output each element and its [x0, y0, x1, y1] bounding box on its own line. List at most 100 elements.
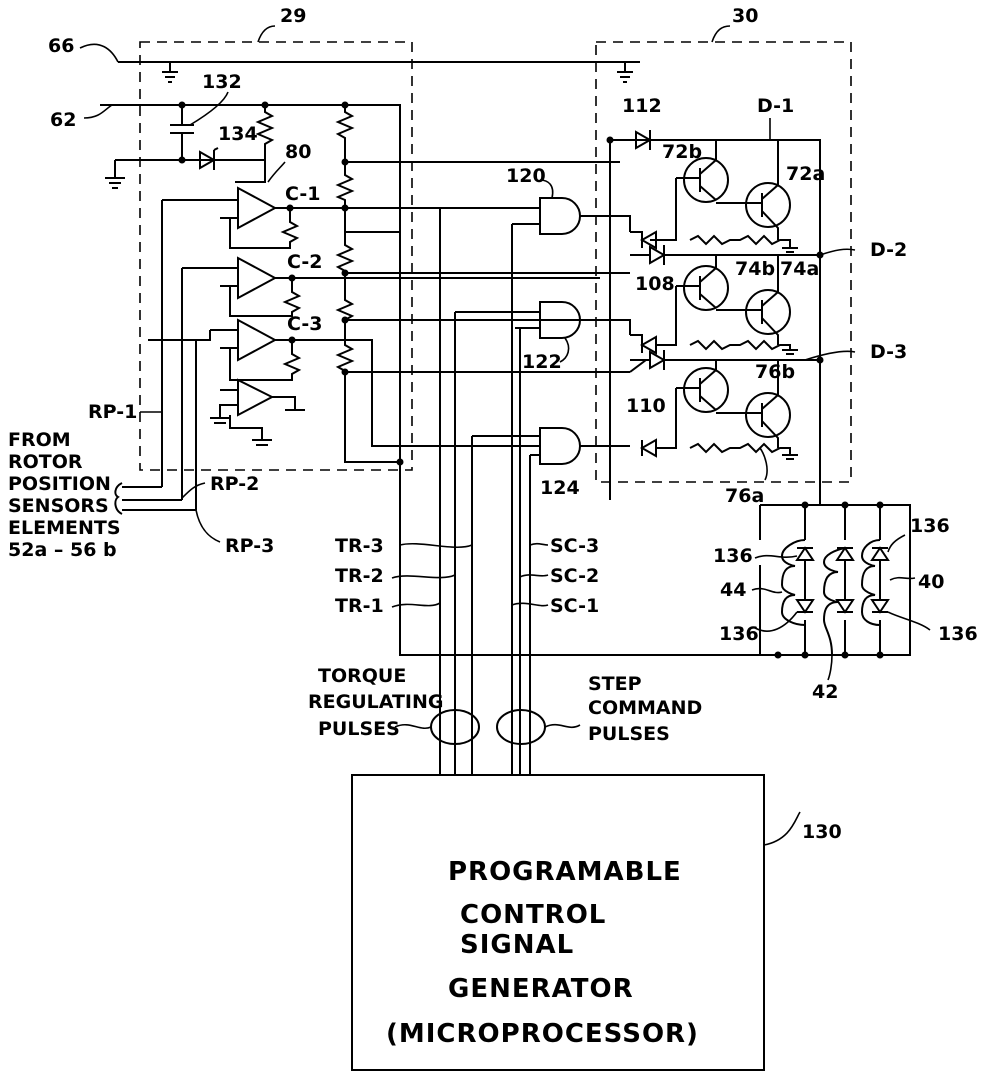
line-66-leader [79, 43, 119, 63]
ground-symbol [162, 62, 633, 83]
d136-leaders [754, 534, 931, 632]
sc2-label: SC-2 [550, 565, 599, 587]
d3-label: D-3 [870, 341, 907, 363]
gate-120-input-diode [630, 230, 676, 250]
diode-112 [635, 130, 653, 150]
comp-80-leader [267, 161, 286, 183]
line-62-label: 62 [50, 109, 76, 131]
t76a-label: 76a [725, 485, 764, 507]
t74b-label: 74b [735, 258, 775, 280]
block-30-label: 30 [732, 5, 758, 27]
rp1-label: RP-1 [88, 401, 137, 423]
and-gate-124 [472, 427, 630, 465]
coil-44-leader [751, 587, 783, 594]
svg-text:PROGRAMABLE: PROGRAMABLE [448, 857, 682, 887]
rp-lines [148, 199, 220, 510]
diodes-136 [795, 546, 890, 614]
svg-text:SIGNAL: SIGNAL [460, 930, 574, 960]
tr3-leader [399, 542, 473, 549]
d136-label-a: 136 [713, 545, 753, 567]
diode-110-label: 110 [626, 395, 666, 417]
coil-40 [860, 539, 881, 626]
torque-leader [394, 723, 432, 729]
svg-text:GENERATOR: GENERATOR [448, 974, 634, 1004]
sc1-leader [511, 602, 549, 607]
sc1-label: SC-1 [550, 595, 599, 617]
coil-44 [780, 539, 806, 626]
block-29-leader [257, 25, 276, 43]
diode-108 [630, 245, 820, 265]
line-62-leader [83, 104, 113, 119]
sc2-leader [519, 574, 549, 578]
tr1-label: TR-1 [335, 595, 384, 617]
svg-text:STEP: STEP [588, 673, 642, 695]
gate-122-leader [559, 337, 570, 363]
tr2-label: TR-2 [335, 565, 384, 587]
svg-text:CONTROL: CONTROL [460, 900, 606, 930]
generator-text: PROGRAMABLE CONTROL SIGNAL GENERATOR (MI… [386, 857, 699, 1049]
supply-line-62 [100, 104, 401, 462]
svg-text:(MICROPROCESSOR): (MICROPROCESSOR) [386, 1019, 699, 1049]
d3-leader [804, 350, 856, 361]
zener-134-label: 134 [218, 123, 258, 145]
t76b-label: 76b [755, 361, 795, 383]
d136-label-d: 136 [938, 623, 978, 645]
sc3-leader [529, 542, 549, 546]
zener-134 [199, 147, 219, 170]
divider-resistor-chain [335, 105, 400, 463]
block-29-label: 29 [280, 5, 306, 27]
d136-label-c: 136 [910, 515, 950, 537]
d136-label-b: 136 [719, 623, 759, 645]
c1-label: C-1 [285, 183, 321, 205]
torque-text: TORQUE REGULATING PULSES [308, 665, 444, 740]
coil-network [399, 462, 911, 656]
comparator-spare [210, 378, 305, 446]
d2-label: D-2 [870, 239, 907, 261]
svg-text:REGULATING: REGULATING [308, 691, 444, 713]
svg-text:ELEMENTS: ELEMENTS [8, 517, 121, 539]
svg-text:ROTOR: ROTOR [8, 451, 83, 473]
t76a-leader [759, 447, 768, 481]
rp3-label: RP-3 [225, 535, 274, 557]
step-leader [544, 723, 581, 729]
c2-label: C-2 [287, 251, 323, 273]
rp3-leader [195, 509, 221, 543]
generator-ref: 130 [802, 821, 842, 843]
control-signal-generator [351, 774, 765, 1071]
coil-44-label: 44 [720, 579, 746, 601]
t72b-label: 72b [662, 141, 702, 163]
junction-dots [178, 101, 884, 659]
svg-text:POSITION: POSITION [8, 473, 111, 495]
tr2-leader [391, 574, 456, 579]
tr3-label: TR-3 [335, 535, 384, 557]
zener-134-ground [105, 160, 125, 189]
gate-124-label: 124 [540, 477, 580, 499]
diode-110 [629, 350, 820, 373]
bus-lines [439, 208, 531, 775]
coil-40-leader [889, 576, 916, 581]
t72a-label: 72a [786, 163, 825, 185]
generator-leader [763, 811, 801, 846]
svg-text:TORQUE: TORQUE [318, 665, 406, 687]
step-text: STEP COMMAND PULSES [588, 673, 702, 745]
svg-text:SENSORS: SENSORS [8, 495, 109, 517]
rp2-label: RP-2 [210, 473, 259, 495]
comparator-c2 [182, 256, 340, 317]
capacitor-132 [170, 105, 194, 160]
svg-text:COMMAND: COMMAND [588, 697, 702, 719]
coil-42-label: 42 [812, 681, 838, 703]
cap-132-leader [189, 91, 229, 126]
block-30-boundary [595, 41, 852, 483]
t74a-label: 74a [780, 258, 819, 280]
cap-132-label: 132 [202, 71, 242, 93]
svg-text:52a – 56 b: 52a – 56 b [8, 539, 117, 561]
and-gate-120 [400, 197, 631, 235]
diode-108-label: 108 [635, 273, 675, 295]
comp-80-label: 80 [285, 141, 311, 163]
block-30-leader [711, 25, 731, 43]
svg-text:FROM: FROM [8, 429, 71, 451]
svg-text:PULSES: PULSES [588, 723, 670, 745]
divider-taps [345, 161, 630, 373]
gate-120-leader [539, 179, 554, 199]
diode-112-label: 112 [622, 95, 662, 117]
